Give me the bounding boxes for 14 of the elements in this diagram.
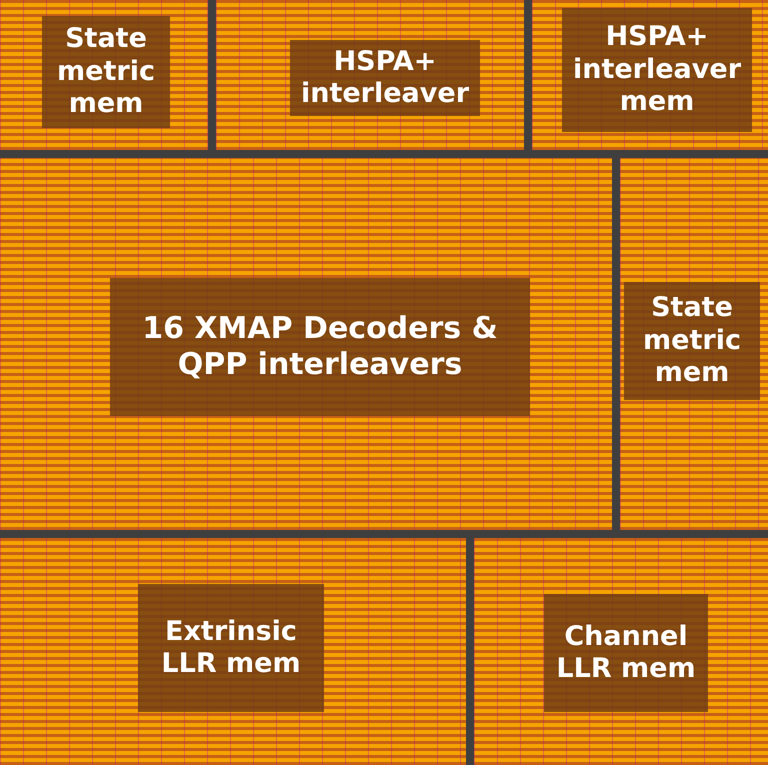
block-label: State metric mem bbox=[624, 282, 760, 400]
block-label: Extrinsic LLR mem bbox=[138, 584, 324, 712]
block-label: HSPA+ interleaver bbox=[290, 40, 480, 116]
block-label: HSPA+ interleaver mem bbox=[562, 8, 752, 132]
layout-block bbox=[216, 0, 524, 150]
layout-block bbox=[0, 0, 208, 150]
layout-block bbox=[474, 538, 768, 765]
layout-block bbox=[0, 158, 612, 530]
block-label: 16 XMAP Decoders & QPP interleavers bbox=[110, 278, 530, 416]
layout-block bbox=[0, 538, 466, 765]
layout-block bbox=[620, 158, 768, 530]
block-label: State metric mem bbox=[42, 16, 170, 128]
block-label: Channel LLR mem bbox=[544, 594, 708, 712]
layout-block bbox=[532, 0, 768, 150]
